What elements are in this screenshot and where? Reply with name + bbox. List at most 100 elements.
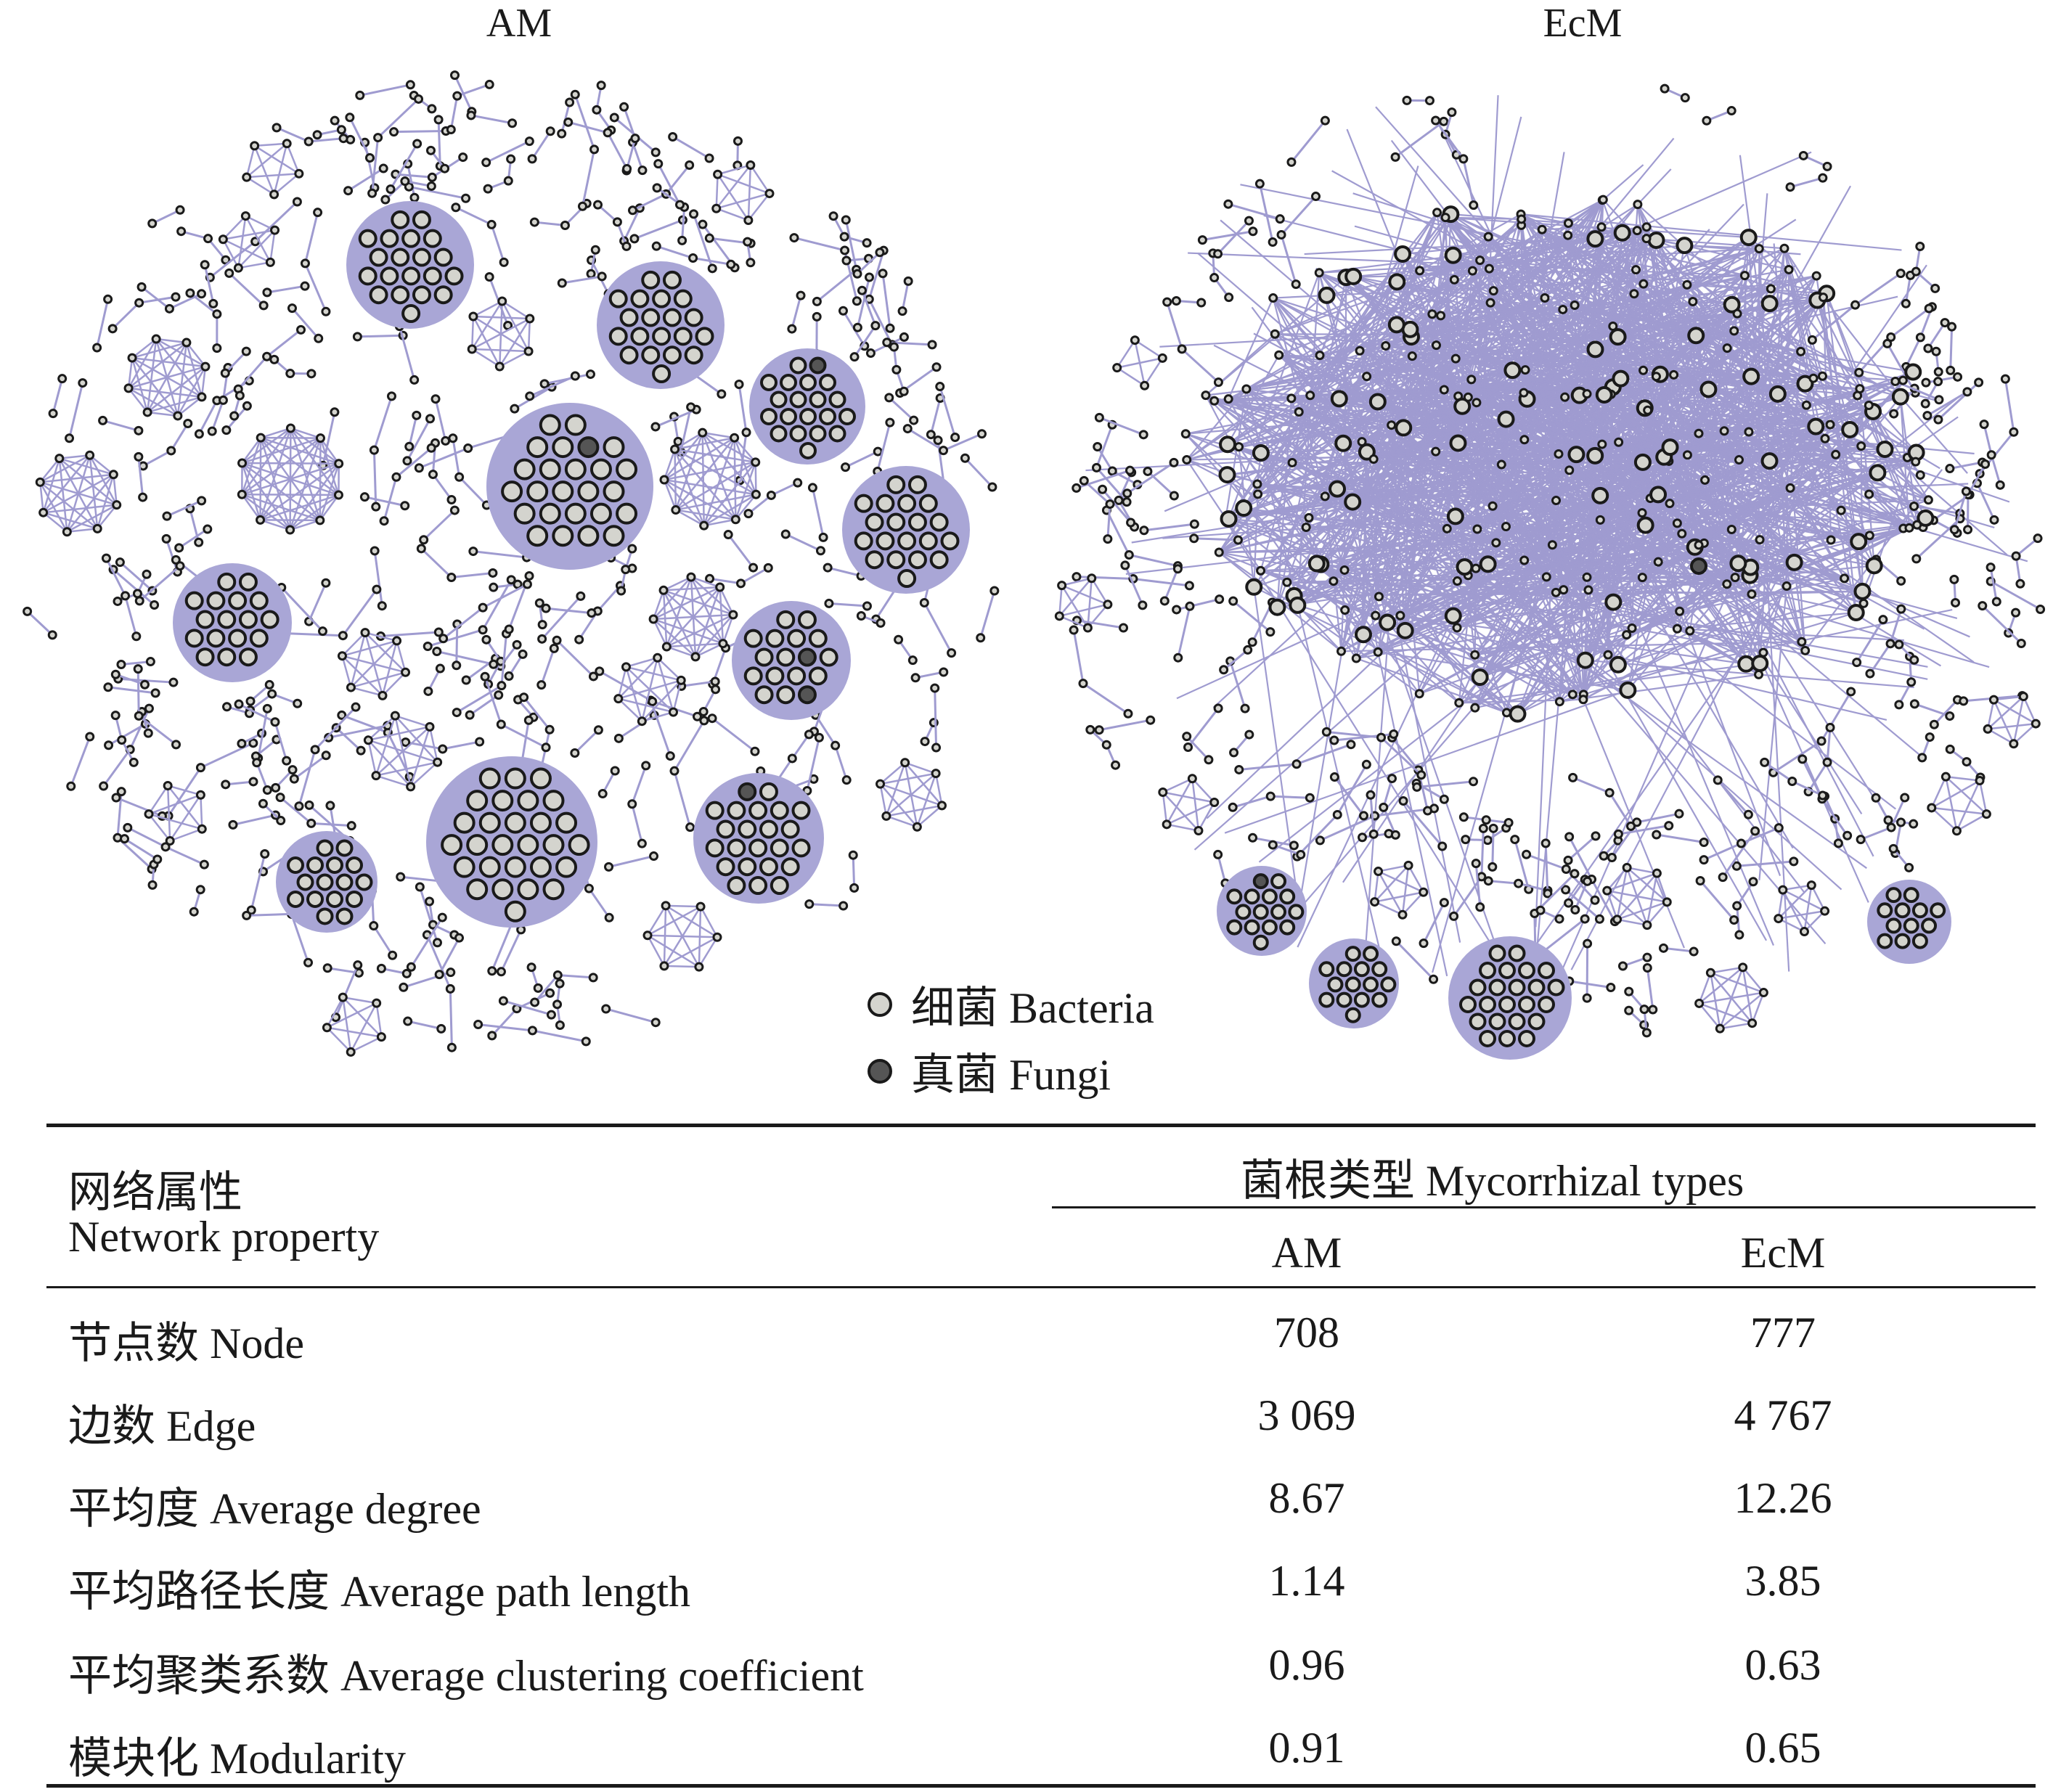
network-node bbox=[610, 766, 620, 776]
network-edge bbox=[1324, 496, 1342, 652]
network-node bbox=[373, 133, 383, 143]
network-node bbox=[326, 890, 343, 908]
network-node bbox=[478, 811, 501, 834]
network-node bbox=[224, 268, 234, 278]
network-node bbox=[517, 834, 539, 856]
network-node bbox=[539, 414, 561, 436]
network-node bbox=[338, 631, 348, 641]
network-edge bbox=[1736, 880, 1755, 907]
network-node bbox=[882, 337, 892, 348]
network-node bbox=[524, 570, 534, 581]
network-node bbox=[1220, 510, 1238, 528]
network-node bbox=[1945, 464, 1955, 474]
network-node bbox=[355, 90, 365, 100]
network-node bbox=[1949, 574, 1959, 584]
network-node bbox=[1694, 998, 1705, 1008]
network-edge bbox=[1453, 615, 1573, 695]
network-node bbox=[1514, 878, 1524, 888]
table-cell-ecm: 3.85 bbox=[1744, 1557, 1821, 1605]
network-node bbox=[1105, 499, 1115, 510]
legend-bacteria: 细菌 Bacteria bbox=[868, 973, 1154, 1036]
network-node bbox=[648, 614, 658, 624]
network-node bbox=[1229, 748, 1239, 758]
network-edge bbox=[1229, 660, 1246, 709]
network-node bbox=[446, 124, 456, 134]
network-edge bbox=[1373, 458, 1586, 661]
header-col-ecm: EcM bbox=[1740, 1229, 1826, 1277]
network-node bbox=[797, 610, 817, 629]
network-node bbox=[1799, 927, 1809, 937]
network-node bbox=[738, 782, 757, 801]
network-edge bbox=[1315, 267, 1588, 578]
network-edge bbox=[470, 316, 475, 350]
network-node bbox=[616, 586, 627, 596]
network-edge bbox=[367, 740, 377, 776]
network-edge bbox=[59, 454, 90, 459]
network-node bbox=[1508, 944, 1526, 962]
network-edge bbox=[1889, 608, 1903, 645]
network-node bbox=[597, 271, 607, 282]
network-node bbox=[1254, 179, 1265, 189]
network-edge bbox=[735, 462, 756, 520]
network-node bbox=[351, 702, 361, 712]
network-edge bbox=[319, 494, 340, 521]
network-node bbox=[1662, 897, 1672, 907]
network-node bbox=[1373, 647, 1383, 657]
network-edge bbox=[672, 680, 682, 713]
network-node bbox=[1561, 885, 1571, 895]
network-node bbox=[685, 822, 695, 832]
network-node bbox=[852, 296, 862, 306]
network-edge bbox=[238, 703, 276, 724]
network-edge bbox=[717, 173, 749, 221]
network-edge bbox=[1514, 839, 1530, 890]
network-edge bbox=[641, 711, 674, 722]
network-edge bbox=[562, 275, 603, 285]
network-node bbox=[441, 435, 451, 446]
network-edge bbox=[879, 783, 888, 817]
network-node bbox=[206, 629, 226, 648]
network-node bbox=[668, 131, 678, 142]
network-edge bbox=[167, 766, 202, 817]
network-node bbox=[698, 427, 708, 438]
network-node bbox=[539, 379, 550, 389]
network-node bbox=[454, 933, 465, 943]
network-node bbox=[1282, 577, 1292, 587]
network-edge bbox=[1983, 424, 1993, 456]
network-edge bbox=[1176, 598, 1220, 611]
network-node bbox=[776, 647, 796, 667]
network-node bbox=[685, 160, 695, 171]
network-node bbox=[1911, 457, 1921, 467]
network-edge bbox=[1453, 254, 1824, 298]
network-node bbox=[116, 660, 126, 670]
network-node bbox=[1782, 581, 1792, 592]
network-node bbox=[1807, 417, 1825, 435]
network-node bbox=[1213, 377, 1223, 388]
network-node bbox=[1785, 182, 1795, 192]
network-node bbox=[603, 525, 625, 547]
network-node bbox=[1087, 573, 1097, 584]
network-edge bbox=[1274, 259, 1480, 335]
network-node bbox=[171, 740, 181, 750]
network-node bbox=[705, 801, 725, 820]
network-node bbox=[525, 391, 535, 401]
network-edge bbox=[652, 589, 665, 620]
network-edge bbox=[748, 494, 772, 515]
network-edge bbox=[1422, 901, 1445, 944]
network-node bbox=[619, 102, 629, 112]
network-node bbox=[1595, 515, 1605, 525]
network-edge bbox=[1689, 380, 1904, 631]
network-node bbox=[1336, 961, 1352, 978]
network-node bbox=[360, 628, 370, 638]
network-node bbox=[1321, 727, 1331, 737]
network-edge bbox=[1462, 158, 1475, 206]
network-node bbox=[285, 423, 295, 433]
network-edge bbox=[290, 519, 321, 531]
network-edge bbox=[1742, 967, 1765, 994]
network-node bbox=[684, 308, 703, 327]
network-node bbox=[1125, 465, 1135, 475]
network-node bbox=[1318, 286, 1336, 304]
network-node bbox=[197, 392, 207, 402]
network-edge bbox=[1826, 727, 1832, 763]
network-node bbox=[1376, 732, 1387, 742]
network-node bbox=[1419, 887, 1429, 897]
